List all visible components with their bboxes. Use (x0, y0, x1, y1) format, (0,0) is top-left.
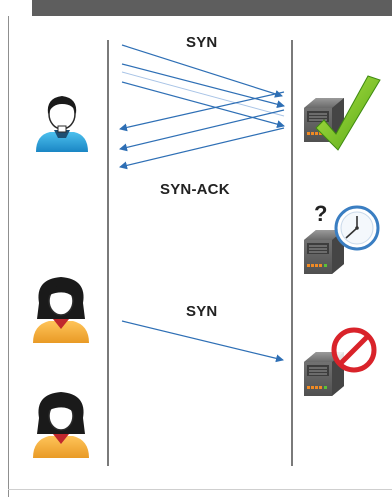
syn-arrows-faded (121, 71, 285, 117)
frame-bottom-line (8, 489, 392, 490)
female-user-icon (33, 392, 89, 458)
question-mark: ? (314, 201, 328, 226)
female-user-icon (33, 277, 89, 343)
syn-ack-arrow-1 (119, 91, 285, 132)
clock-icon (334, 205, 380, 251)
top-bar-notch (0, 0, 32, 16)
syn-label-top: SYN (186, 34, 218, 51)
top-bar (0, 0, 392, 16)
syn-ack-label: SYN-ACK (160, 181, 230, 198)
diagram-frame (8, 16, 392, 497)
male-user-icon (36, 96, 88, 152)
syn-arrows (121, 44, 285, 129)
syn-label-bottom: SYN (186, 303, 218, 320)
syn-arrow-single (121, 320, 284, 363)
no-entry-icon (331, 327, 377, 373)
checkmark-icon (315, 75, 381, 151)
syn-ack-arrow-3 (119, 127, 285, 170)
syn-ack-arrow-2 (119, 109, 285, 152)
syn-arrow-1 (121, 44, 283, 98)
syn-arrow-2 (121, 63, 285, 109)
syn-arrow-3 (121, 81, 285, 129)
syn-ack-arrows (119, 91, 285, 170)
